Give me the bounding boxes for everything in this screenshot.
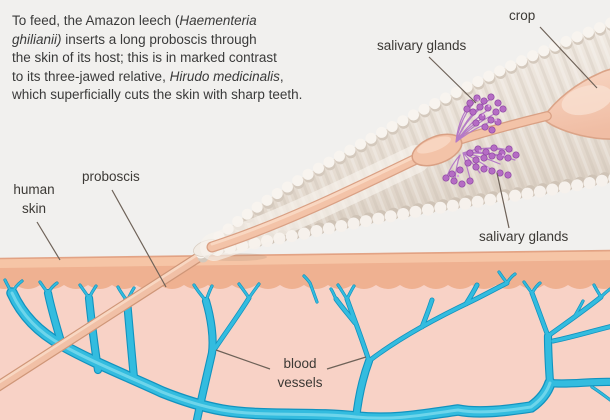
crop-leader-line — [539, 26, 598, 89]
salivary-glands-top-graphic — [455, 93, 507, 143]
crop-graphic — [542, 68, 610, 140]
proboscis-graphic — [0, 240, 222, 392]
salivary-glands-bottom-leader-line — [496, 172, 510, 229]
label-human-skin-line1: human — [13, 182, 55, 197]
label-blood-vessels-line2: vessels — [277, 375, 323, 390]
blood-vessels-leader-line-right — [326, 356, 367, 370]
human-skin-leader-line — [36, 221, 61, 261]
crop-highlight — [561, 84, 610, 116]
label-salivary-glands-top: salivary glands — [377, 38, 467, 53]
label-crop: crop — [509, 8, 536, 23]
salivary-glands-bottom-graphic — [442, 144, 520, 188]
label-salivary-glands-bottom: salivary glands — [479, 229, 569, 244]
proboscis-leader-line — [111, 189, 167, 288]
dermis-layer — [0, 254, 610, 420]
blood-vessels-graphic — [3, 270, 610, 420]
label-blood-vessels: blood vessels — [259, 354, 341, 392]
leech-body-graphic — [193, 17, 610, 263]
label-human-skin: human skin — [4, 180, 64, 218]
skin-surface-line — [0, 249, 610, 260]
salivary-glands-top-leader-line — [428, 56, 477, 104]
proboscis-bulb-highlight — [417, 136, 451, 154]
blood-vessels-leader-line-left — [215, 349, 271, 370]
label-proboscis: proboscis — [82, 169, 140, 184]
label-blood-vessels-line1: blood — [283, 356, 317, 371]
leader-lines — [36, 26, 598, 370]
top-edge-scallops — [195, 17, 610, 259]
label-human-skin-line2: skin — [21, 201, 46, 216]
human-skin-layers — [0, 249, 610, 420]
internal-anatomy-graphic — [206, 68, 610, 253]
